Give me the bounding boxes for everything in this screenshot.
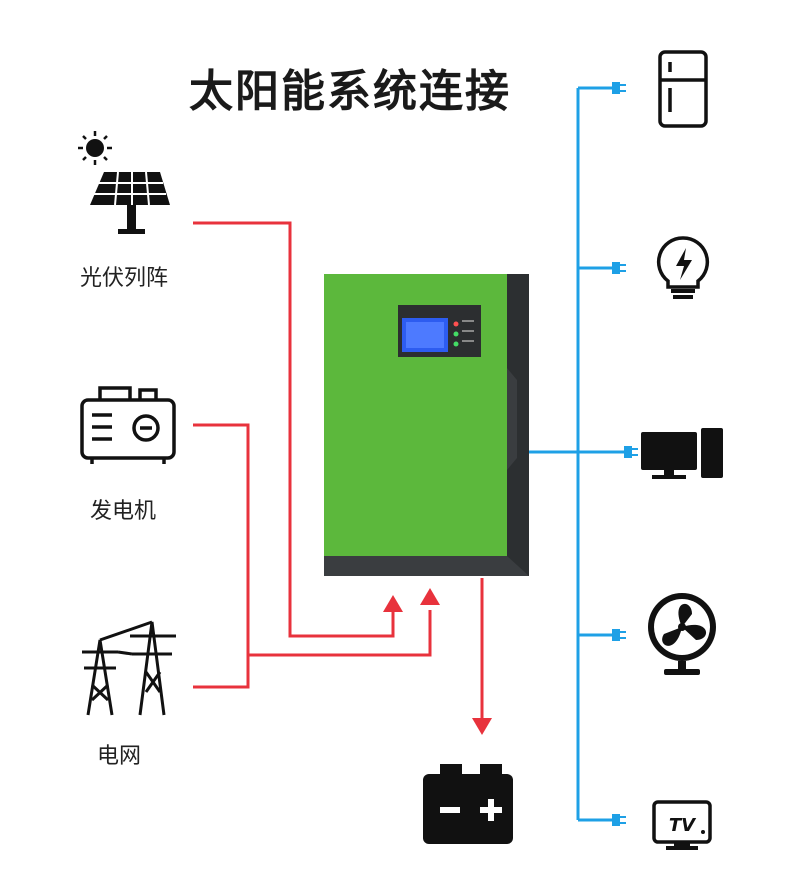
- plug-icon: [612, 629, 626, 641]
- fan-icon: [648, 593, 716, 675]
- refrigerator-icon: [658, 50, 708, 128]
- generator-label: 发电机: [90, 499, 157, 524]
- output-bus: [528, 86, 625, 822]
- generator-icon: [80, 386, 176, 464]
- power-tower-icon: [82, 620, 176, 716]
- grid-label: 电网: [97, 744, 142, 769]
- computer-icon: [641, 428, 723, 479]
- battery-icon: [423, 764, 513, 844]
- battery-arrow: [472, 718, 492, 735]
- plug-icon: [612, 262, 626, 274]
- generator-input-line: [193, 423, 250, 689]
- plug-icon: [624, 446, 638, 458]
- pv-input-line: [193, 221, 395, 638]
- light-bulb-icon: [656, 236, 710, 299]
- input-lines: [193, 221, 484, 720]
- page-title: 太阳能系统连接: [189, 66, 511, 117]
- pv-input-arrow: [383, 595, 403, 612]
- grid-input-arrow: [420, 588, 440, 605]
- plug-icon: [612, 814, 626, 826]
- inverter: [324, 274, 529, 576]
- indicator-led: [453, 331, 459, 337]
- tv-icon-label: TV: [669, 815, 697, 836]
- tv-icon: TV: [652, 800, 712, 850]
- indicator-led: [453, 321, 459, 327]
- indicator-led: [453, 341, 459, 347]
- pv-array-label: 光伏列阵: [80, 266, 169, 291]
- solar-panel-icon: [78, 131, 170, 234]
- plug-icons: [612, 82, 638, 826]
- plug-icon: [612, 82, 626, 94]
- grid-input-line: [248, 610, 432, 657]
